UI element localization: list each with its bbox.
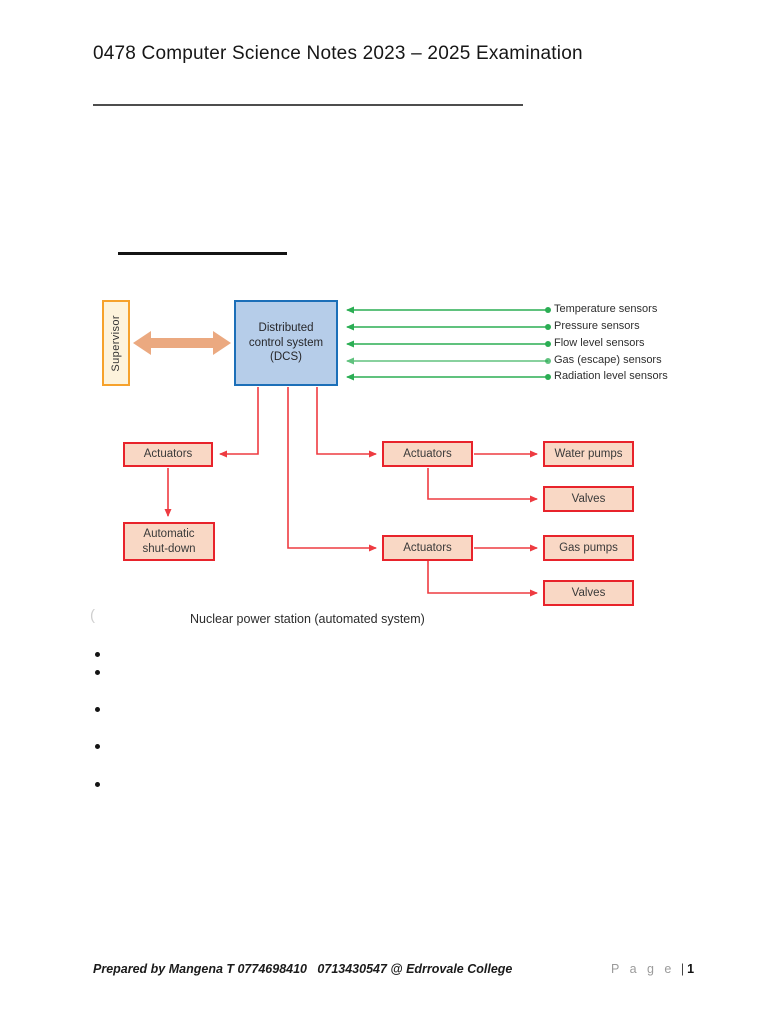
footer-page-indicator: P a g e |1 xyxy=(611,962,694,976)
bullet-point xyxy=(95,707,100,712)
automatic-shutdown-line2: shut-down xyxy=(142,542,196,555)
valves-bottom-label: Valves xyxy=(571,586,606,599)
sensor-label-temperature: Temperature sensors xyxy=(554,303,658,315)
dcs-label-line2: control system xyxy=(248,336,324,349)
footer-page-separator: | xyxy=(680,962,685,976)
connector-dcs-to-actuators-top xyxy=(316,387,377,458)
sensor-label-flow: Flow level sensors xyxy=(554,337,645,349)
footer-page-number: 1 xyxy=(687,962,695,976)
connector-actuators-to-valves-bottom xyxy=(427,561,538,597)
automatic-shutdown-box: Automatic shut-down xyxy=(123,522,215,561)
bullet-point xyxy=(95,652,100,657)
gas-pumps-box: Gas pumps xyxy=(543,535,634,561)
connector-actuators-to-valves-top xyxy=(427,468,538,503)
water-pumps-box: Water pumps xyxy=(543,441,634,467)
valves-bottom-box: Valves xyxy=(543,580,634,606)
dcs-label-line1: Distributed xyxy=(258,321,314,334)
page-title: 0478 Computer Science Notes 2023 – 2025 … xyxy=(93,43,583,64)
valves-top-box: Valves xyxy=(543,486,634,512)
section-heading-line xyxy=(118,252,287,255)
gas-pumps-label: Gas pumps xyxy=(559,541,618,554)
connector-dcs-to-actuators-left xyxy=(219,387,259,458)
sensor-label-pressure: Pressure sensors xyxy=(554,320,640,332)
supervisor-label: Supervisor xyxy=(110,314,122,372)
footer-page-word: P a g e xyxy=(611,962,675,976)
bullet-point xyxy=(95,670,100,675)
actuators-left-box: Actuators xyxy=(123,442,213,467)
automatic-shutdown-line1: Automatic xyxy=(143,528,195,541)
sensor-label-radiation: Radiation level sensors xyxy=(554,370,668,382)
bullet-point xyxy=(95,782,100,787)
dcs-label-line3: (DCS) xyxy=(270,351,302,364)
actuators-top-label: Actuators xyxy=(403,447,452,460)
actuators-bottom-box: Actuators xyxy=(382,535,473,561)
title-underline xyxy=(93,104,523,106)
connector-dcs-to-actuators-bottom xyxy=(287,387,377,552)
sensor-label-gas: Gas (escape) sensors xyxy=(554,354,662,366)
water-pumps-label: Water pumps xyxy=(554,447,623,460)
faint-bracket-mark: ( xyxy=(90,607,95,624)
supervisor-dcs-double-arrow-icon xyxy=(133,331,231,355)
automatic-shutdown-label: Automatic shut-down xyxy=(142,527,195,556)
actuators-bottom-label: Actuators xyxy=(403,541,452,554)
dcs-box: Distributed control system (DCS) xyxy=(234,300,338,386)
supervisor-box: Supervisor xyxy=(102,300,130,386)
footer-prepared-by: Prepared by Mangena T 0774698410 0713430… xyxy=(93,962,513,976)
actuators-top-box: Actuators xyxy=(382,441,473,467)
actuators-left-label: Actuators xyxy=(143,448,193,461)
bullet-point xyxy=(95,744,100,749)
diagram-caption: Nuclear power station (automated system) xyxy=(190,612,425,626)
valves-top-label: Valves xyxy=(571,492,606,505)
